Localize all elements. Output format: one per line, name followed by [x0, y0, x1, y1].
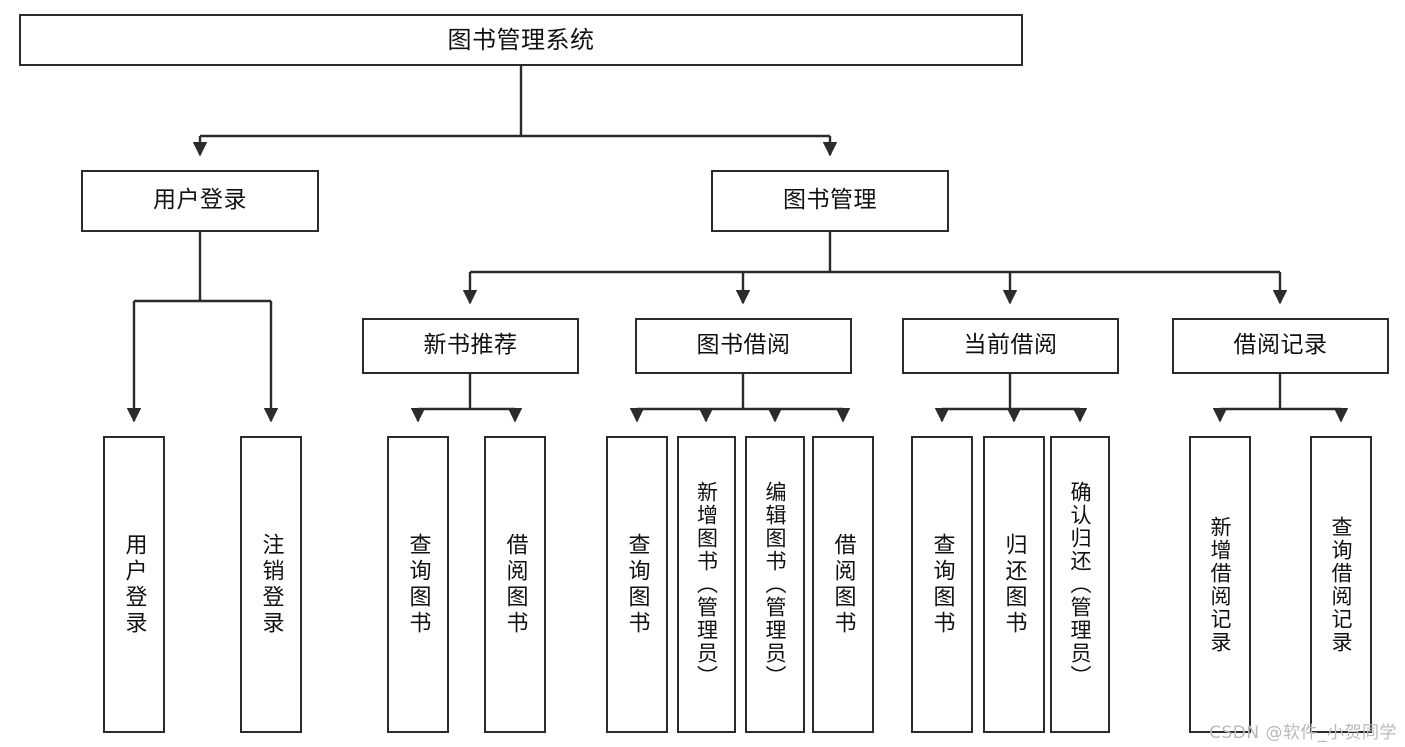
- leaf-query-book-1[interactable]: 查询图书: [387, 436, 449, 733]
- leaf-edit-book-admin[interactable]: 编辑图书（管理员）: [745, 436, 805, 733]
- node-label: 注销登录: [258, 532, 284, 637]
- node-label: 新增借阅记录: [1208, 515, 1233, 654]
- leaf-query-borrow-record[interactable]: 查询借阅记录: [1310, 436, 1372, 733]
- node-label: 新书推荐: [423, 332, 518, 359]
- leaf-user-logout[interactable]: 注销登录: [240, 436, 302, 733]
- leaf-borrow-book-1[interactable]: 借阅图书: [484, 436, 546, 733]
- node-book-manage[interactable]: 图书管理: [711, 170, 949, 232]
- leaf-query-book-3[interactable]: 查询图书: [911, 436, 973, 733]
- node-label: 图书借阅: [696, 332, 791, 359]
- node-label: 归还图书: [1001, 532, 1027, 637]
- node-label: 查询图书: [624, 532, 650, 637]
- node-label: 借阅图书: [502, 532, 528, 637]
- node-borrow-record[interactable]: 借阅记录: [1172, 318, 1389, 374]
- leaf-borrow-book-2[interactable]: 借阅图书: [812, 436, 874, 733]
- node-label: 图书管理: [783, 187, 877, 214]
- leaf-add-borrow-record[interactable]: 新增借阅记录: [1189, 436, 1251, 733]
- node-current-borrow[interactable]: 当前借阅: [902, 318, 1119, 374]
- node-new-book-recommend[interactable]: 新书推荐: [362, 318, 579, 374]
- node-label: 图书管理系统: [447, 25, 595, 54]
- node-label: 借阅记录: [1233, 332, 1328, 359]
- node-label: 确认归还（管理员）: [1068, 481, 1093, 688]
- leaf-return-book[interactable]: 归还图书: [983, 436, 1045, 733]
- node-book-borrow[interactable]: 图书借阅: [635, 318, 852, 374]
- node-label: 查询借阅记录: [1329, 515, 1354, 654]
- node-label: 用户登录: [121, 532, 147, 637]
- leaf-query-book-2[interactable]: 查询图书: [606, 436, 668, 733]
- node-label: 查询图书: [405, 532, 431, 637]
- node-label: 借阅图书: [830, 532, 856, 637]
- node-book-management-system[interactable]: 图书管理系统: [19, 14, 1023, 66]
- leaf-confirm-return-admin[interactable]: 确认归还（管理员）: [1050, 436, 1110, 733]
- node-label: 新增图书（管理员）: [694, 481, 719, 688]
- csdn-watermark: CSDN @软件_小贺同学: [1209, 723, 1397, 743]
- node-label: 查询图书: [929, 532, 955, 637]
- node-label: 当前借阅: [963, 332, 1058, 359]
- leaf-add-book-admin[interactable]: 新增图书（管理员）: [677, 436, 736, 733]
- node-label: 用户登录: [153, 187, 247, 214]
- leaf-user-login[interactable]: 用户登录: [103, 436, 165, 733]
- node-user-login[interactable]: 用户登录: [81, 170, 319, 232]
- node-label: 编辑图书（管理员）: [763, 481, 788, 688]
